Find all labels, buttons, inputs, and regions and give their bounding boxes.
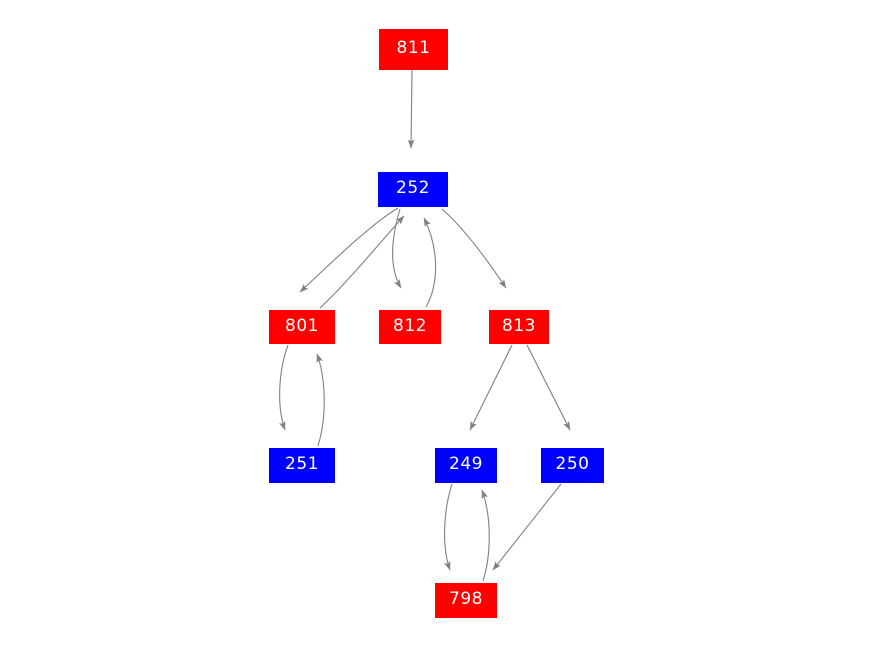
edge-801-to-251 [279,344,289,431]
graph-node-801[interactable]: 801 [269,310,335,344]
edge-251-to-801 [316,353,325,447]
edge-252-to-801 [299,207,399,293]
graph-node-label: 812 [393,315,427,336]
graph-node-251[interactable]: 251 [269,448,335,483]
graph-node-label: 811 [396,38,431,58]
edge-252-to-813 [441,208,507,289]
graph-node-249[interactable]: 249 [435,448,497,483]
edge-801-to-252 [319,215,405,309]
edge-250-to-798 [492,483,562,571]
graph-node-label: 252 [396,178,430,198]
edge-249-to-798 [444,483,453,571]
graph-node-label: 250 [555,454,590,474]
graph-node-798[interactable]: 798 [435,583,497,618]
graph-node-label: 249 [449,454,483,474]
graph-node-250[interactable]: 250 [541,448,604,483]
graph-node-813[interactable]: 813 [489,310,549,344]
graph-node-label: 801 [285,315,319,336]
graph-node-label: 798 [449,589,483,609]
edge-813-to-250 [526,344,571,431]
edge-798-to-249 [481,489,490,582]
edge-811-to-252 [407,69,415,149]
graph-node-812[interactable]: 812 [379,310,441,344]
edge-252-to-812 [392,208,402,289]
graph-node-label: 251 [285,454,319,474]
edge-813-to-249 [469,344,513,431]
graph-node-label: 813 [502,315,536,336]
graph-node-252[interactable]: 252 [378,172,448,207]
graph-node-811[interactable]: 811 [379,29,448,70]
edge-812-to-252 [423,217,437,308]
